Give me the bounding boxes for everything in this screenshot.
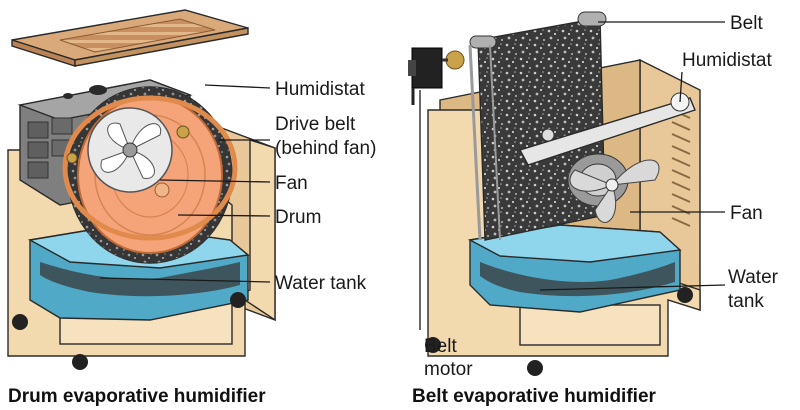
- label-drive-belt-note: (behind fan): [275, 138, 376, 159]
- label-fan: Fan: [275, 173, 308, 194]
- label-water-tank: Water tank: [275, 273, 367, 294]
- drum-lid: [11, 9, 249, 67]
- drum-drive-belt: [62, 95, 238, 241]
- belt-wheel: [677, 287, 693, 303]
- drum-wheel: [230, 292, 246, 308]
- belt-wheel: [527, 360, 543, 376]
- label-belt-motor-2: motor: [424, 359, 473, 380]
- label-water-tank-2: tank: [728, 291, 764, 312]
- drum-leader-lines: [99, 84, 271, 283]
- humidistat-knob: [89, 85, 107, 95]
- label-belt-motor: Belt: [424, 336, 457, 357]
- label-drum: Drum: [275, 207, 321, 228]
- belt-humidifier-illustration: [408, 11, 701, 376]
- belt-motor: [408, 47, 465, 105]
- label-belt: Belt: [730, 13, 763, 34]
- caption-belt: Belt evaporative humidifier: [412, 386, 657, 407]
- drum-fan: [87, 107, 173, 193]
- belt-filter: [468, 11, 607, 241]
- label-humidistat: Humidistat: [275, 79, 365, 100]
- label-belt-humidistat: Humidistat: [682, 50, 772, 71]
- label-belt-fan: Fan: [730, 203, 763, 224]
- label-drive-belt: Drive belt: [275, 114, 356, 135]
- belt-wheel: [425, 337, 441, 353]
- drum-wheel: [72, 354, 88, 370]
- belt-fan: [567, 153, 660, 223]
- belt-leader-lines: [419, 21, 726, 330]
- drum-humidifier-illustration: [7, 9, 276, 370]
- caption-drum: Drum evaporative humidifier: [8, 386, 266, 407]
- drum-wheel: [12, 314, 28, 330]
- label-water: Water: [728, 267, 779, 288]
